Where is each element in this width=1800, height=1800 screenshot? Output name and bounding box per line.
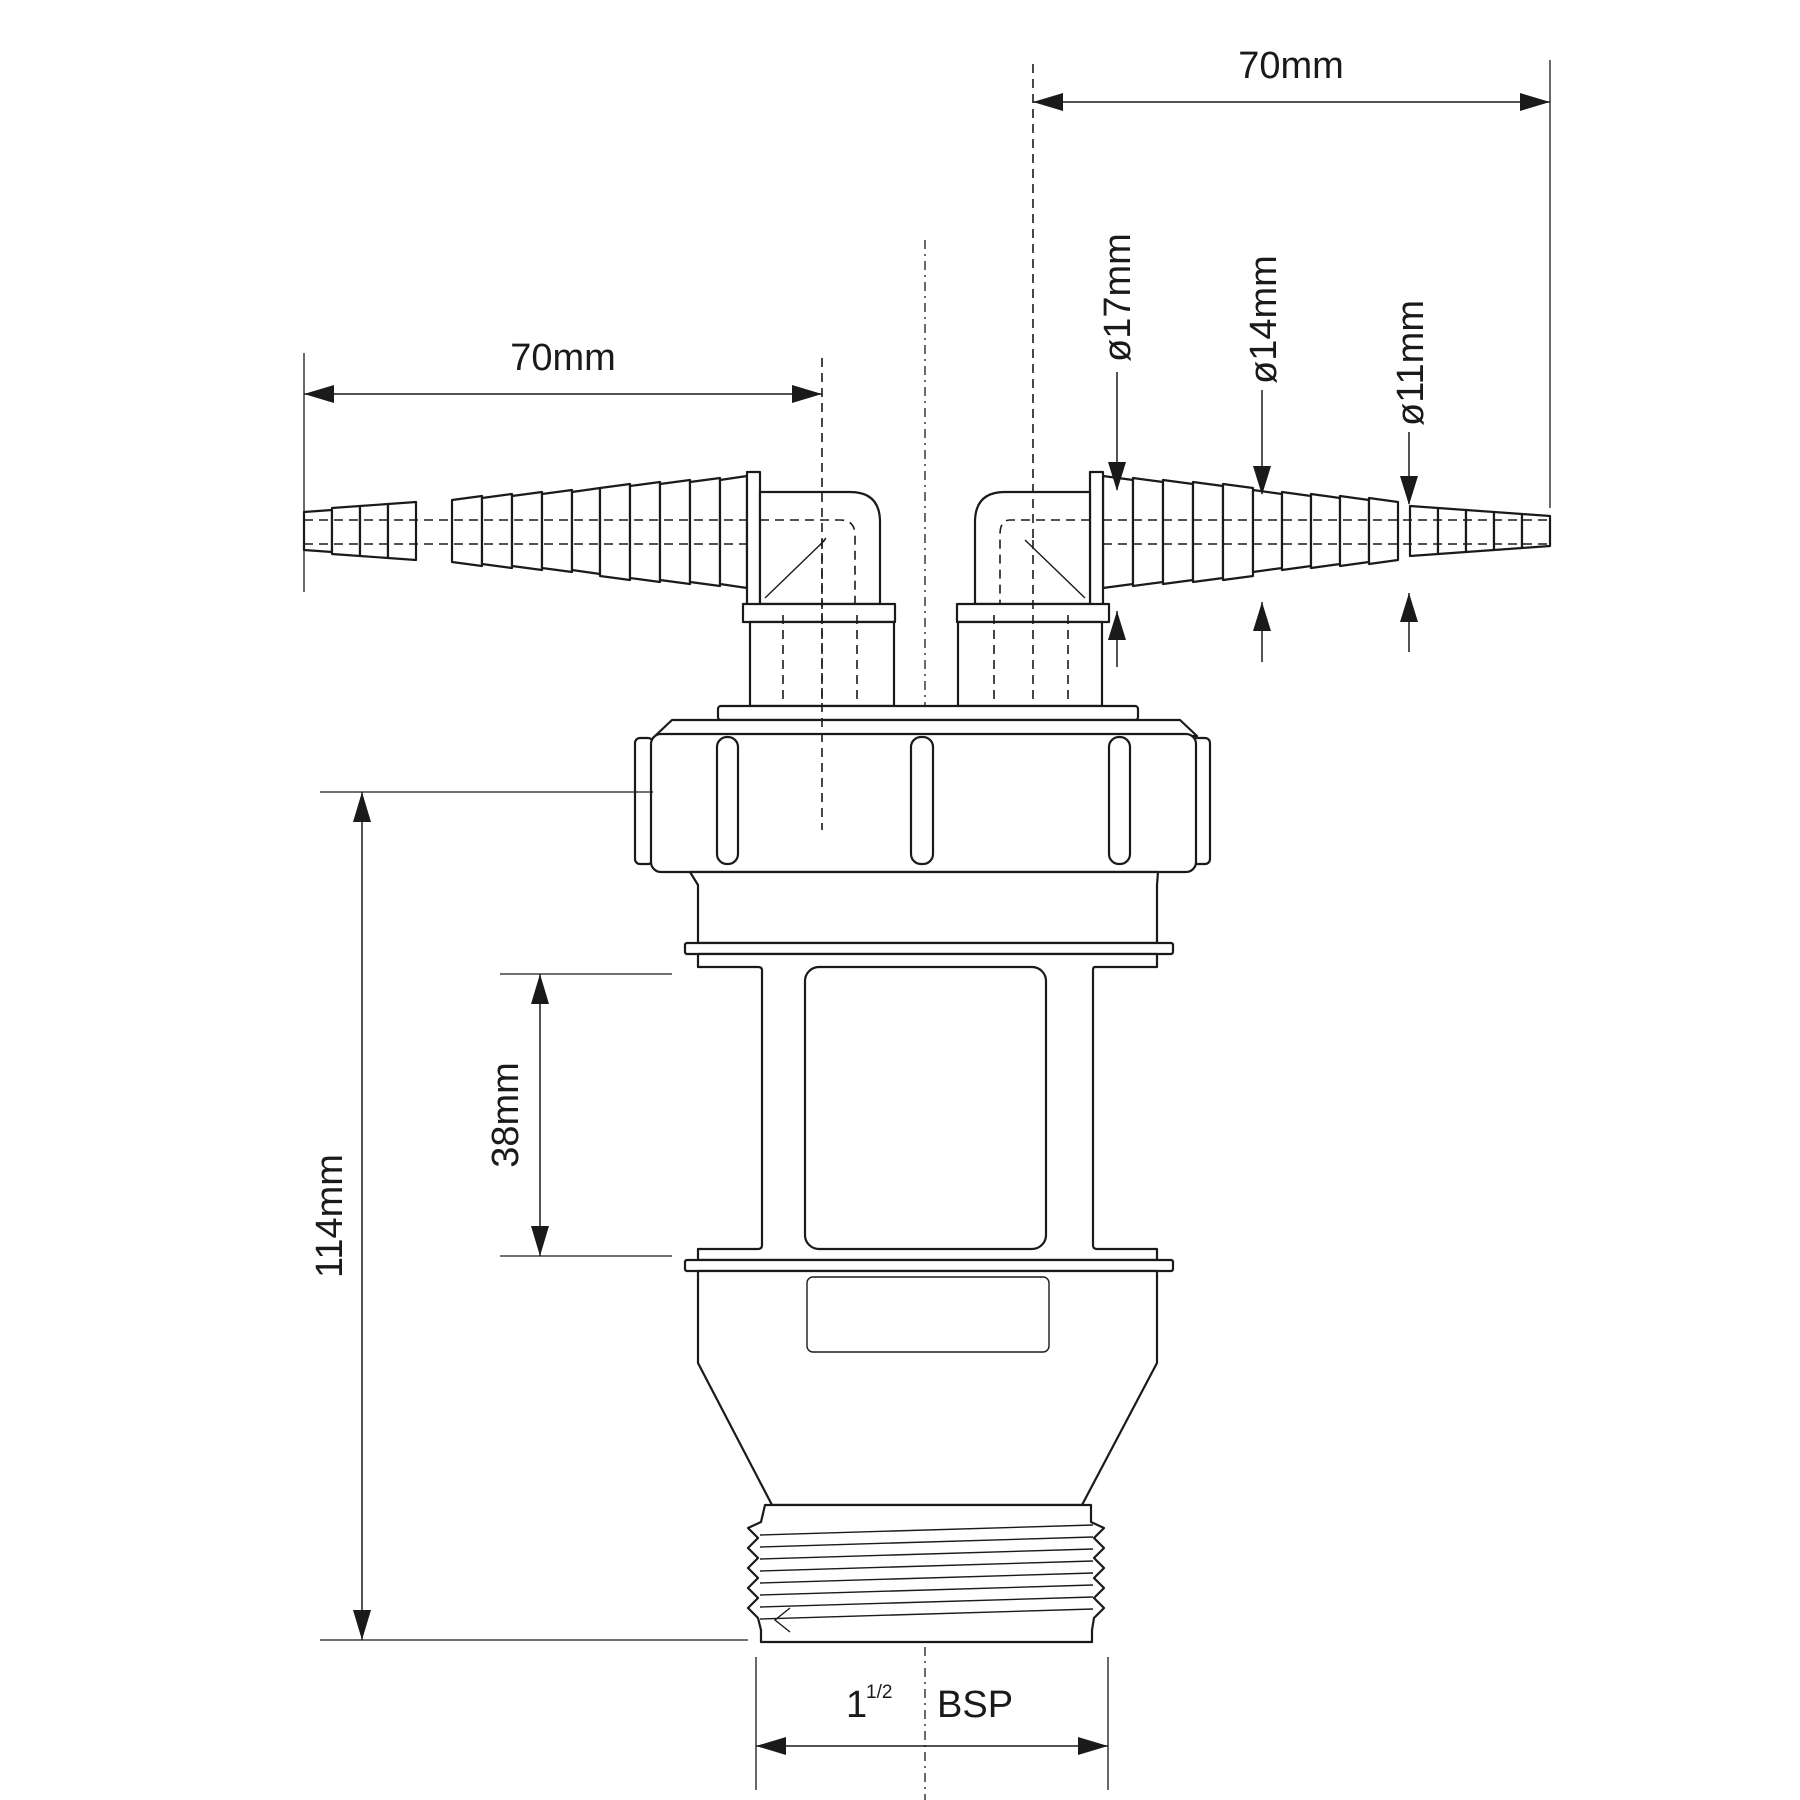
diameter-17-dimension: ø17mm bbox=[1097, 233, 1139, 362]
inspection-window bbox=[803, 965, 1048, 1251]
left-barb-segment bbox=[628, 480, 662, 584]
left-barb-segment bbox=[658, 478, 692, 586]
right-barb-segment bbox=[1280, 490, 1313, 572]
right-spigot-flange bbox=[1088, 470, 1105, 616]
union-nut bbox=[633, 704, 1212, 884]
right-barb-segment bbox=[1408, 504, 1440, 558]
right-barb-segment bbox=[1338, 494, 1371, 568]
right-barb-segment bbox=[1520, 512, 1552, 550]
nut-grip-right bbox=[1107, 735, 1132, 866]
upper-ring bbox=[683, 941, 1175, 956]
overall-height-dimension: 114mm bbox=[309, 1154, 351, 1278]
right-barb-segment bbox=[1251, 488, 1284, 574]
left-barb-segment bbox=[450, 494, 484, 568]
left-barb-segment bbox=[358, 502, 390, 560]
nut-top-washer bbox=[716, 704, 1140, 722]
left-barb-segment bbox=[510, 490, 544, 572]
right-barb-segment bbox=[1309, 492, 1342, 570]
nut-grip-left bbox=[715, 735, 740, 866]
left-length-dimension: 70mm bbox=[510, 337, 616, 379]
left-barb-segment bbox=[386, 500, 418, 562]
trap-body bbox=[683, 870, 1175, 1644]
left-outlet-collar bbox=[741, 602, 897, 624]
nut-grip-center bbox=[909, 735, 935, 866]
body-lower-taper bbox=[696, 1269, 1159, 1507]
left-barb-segment bbox=[480, 492, 514, 570]
right-barb-segment bbox=[1161, 478, 1195, 586]
left-barb-segment bbox=[598, 482, 632, 582]
thread-type-label: BSP bbox=[937, 1684, 1013, 1726]
left-barb-segment bbox=[330, 504, 362, 558]
threaded-outlet bbox=[746, 1503, 1106, 1644]
left-barb-segment bbox=[540, 488, 574, 574]
diameter-14-dimension: ø14mm bbox=[1243, 255, 1285, 384]
right-length-dimension: 70mm bbox=[1238, 45, 1344, 87]
right-barb-segment bbox=[1131, 476, 1165, 588]
left-barb-segment bbox=[688, 476, 722, 588]
diameter-11-dimension: ø11mm bbox=[1390, 300, 1432, 426]
body-neck bbox=[688, 870, 1160, 945]
right-barb-segment bbox=[1101, 474, 1135, 590]
right-barb-segment bbox=[1191, 480, 1225, 584]
window-height-dimension: 38mm bbox=[485, 1062, 527, 1168]
left-barb-segment bbox=[570, 486, 602, 576]
body-label-recess bbox=[806, 1276, 1050, 1353]
right-outlet-stem bbox=[956, 620, 1104, 708]
left-spigot-flange bbox=[745, 470, 762, 616]
right-barb-segment bbox=[1436, 506, 1468, 556]
right-barb-segment bbox=[1367, 496, 1400, 566]
left-elbow bbox=[758, 490, 882, 606]
thread-size-fraction: 1/2 bbox=[866, 1682, 892, 1703]
thread-size-whole: 1 bbox=[846, 1684, 867, 1726]
left-barb-segment bbox=[718, 474, 749, 590]
right-barb-segment bbox=[1464, 508, 1496, 554]
lower-ring bbox=[683, 1258, 1175, 1273]
right-barb-segment bbox=[1221, 482, 1255, 582]
left-barb-segment bbox=[302, 508, 334, 554]
right-hose-spigot bbox=[955, 470, 1552, 830]
